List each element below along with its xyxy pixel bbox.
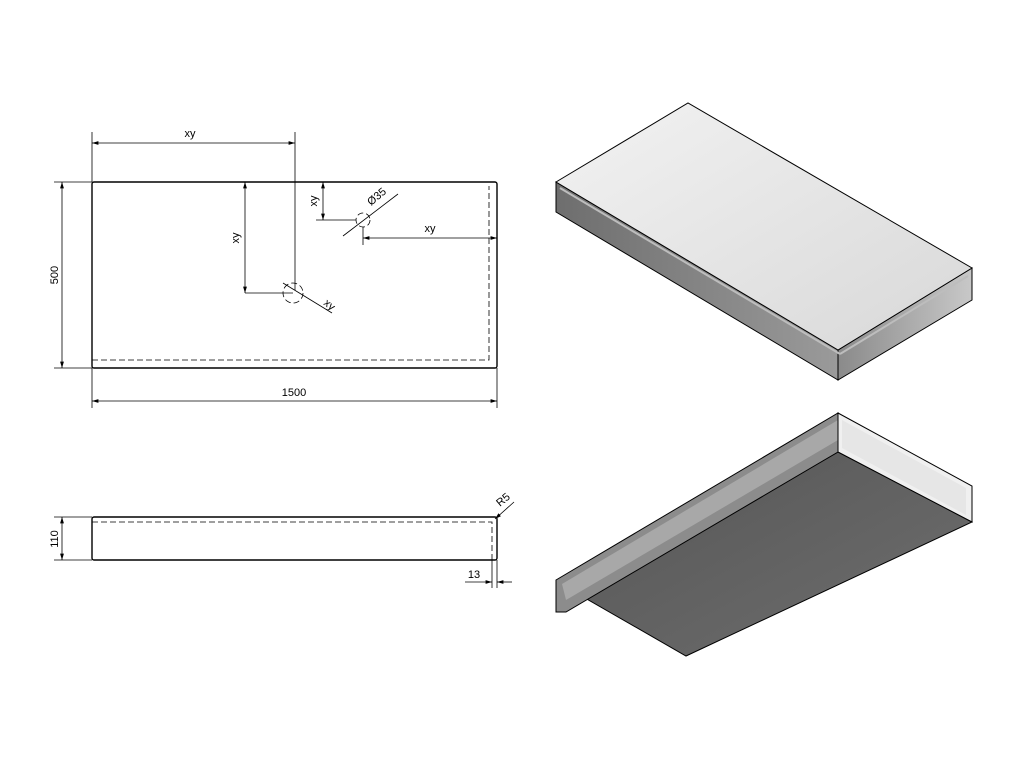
main-hole-leader [282,282,333,314]
front-view: 110 13 R5 [49,491,515,588]
small-hole-diameter-label: Ø35 [365,186,389,209]
dim-small-hole-y-label: xy [308,195,320,207]
dim-radius-label: R5 [494,491,512,509]
iso-view-bottom [555,412,974,657]
dim-hole-y-label: xy [230,232,242,244]
dim-radius-leader [494,501,515,520]
top-view: xy Ø35 xy xy xy xy 500 1500 [49,128,498,408]
dim-depth-label: 500 [49,266,61,284]
iso-top-top-face [555,102,973,351]
front-view-outline [91,516,498,561]
main-hole-diameter-label: xy [321,297,338,314]
small-hole-leader [342,193,399,237]
dim-thickness-label: 13 [468,569,480,581]
dim-length-label: 1500 [282,387,306,399]
dim-height-label: 110 [49,530,61,548]
front-view-hidden-edge [92,521,493,560]
top-view-outline [91,181,498,369]
dim-small-hole-x-label: xy [425,223,437,235]
dim-hole-x-label: xy [185,128,197,140]
iso-view-top [555,102,973,381]
top-view-hidden-edge [92,186,490,361]
